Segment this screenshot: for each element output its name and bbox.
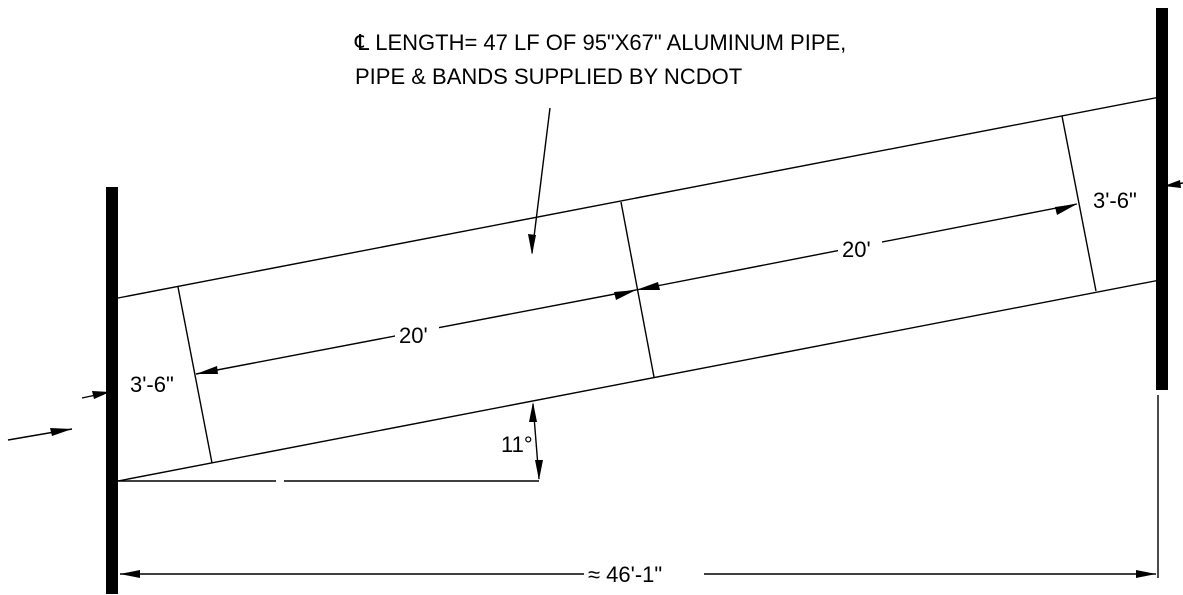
- angle-arrowhead-top: [529, 402, 537, 422]
- end-dim-right-label: 3'-6": [1093, 188, 1137, 213]
- arrowhead-right-section-end: [1055, 204, 1077, 215]
- note-leader-arrowhead: [528, 234, 536, 255]
- arrowhead-right-section-start: [636, 282, 660, 290]
- section-left-label-mask: [395, 322, 439, 348]
- arrowhead-left-end: [92, 391, 110, 399]
- overall-arrowhead-left: [120, 570, 140, 578]
- note-line-2: PIPE & BANDS SUPPLIED BY NCDOT: [355, 64, 742, 89]
- overall-arrowhead-right: [1136, 570, 1156, 578]
- arrowhead-left-section-end: [614, 290, 636, 300]
- section-dim-left-label: 20': [399, 323, 428, 348]
- note-line-1: ℄ LENGTH= 47 LF OF 95"X67" ALUMINUM PIPE…: [354, 30, 846, 55]
- end-dim-left-label: 3'-6": [130, 372, 174, 397]
- arrowhead-left-section-start: [196, 366, 218, 374]
- pipe-top-edge: [117, 96, 1161, 299]
- angle-arrowhead-bottom: [535, 460, 543, 480]
- skew-angle-label: 11°: [501, 432, 533, 457]
- arrowhead-right-end: [1164, 180, 1181, 188]
- band-line-left: [177, 286, 213, 464]
- overall-label-mask: [584, 562, 704, 584]
- section-right-label-mask: [838, 236, 882, 262]
- section-dim-right-label: 20': [842, 237, 871, 262]
- overall-length-label: ≈ 46'-1": [588, 562, 662, 587]
- band-line-right: [1061, 115, 1097, 292]
- note-leader-line: [531, 107, 551, 254]
- flow-arrowhead: [50, 428, 72, 436]
- pipe-bottom-edge: [117, 279, 1161, 482]
